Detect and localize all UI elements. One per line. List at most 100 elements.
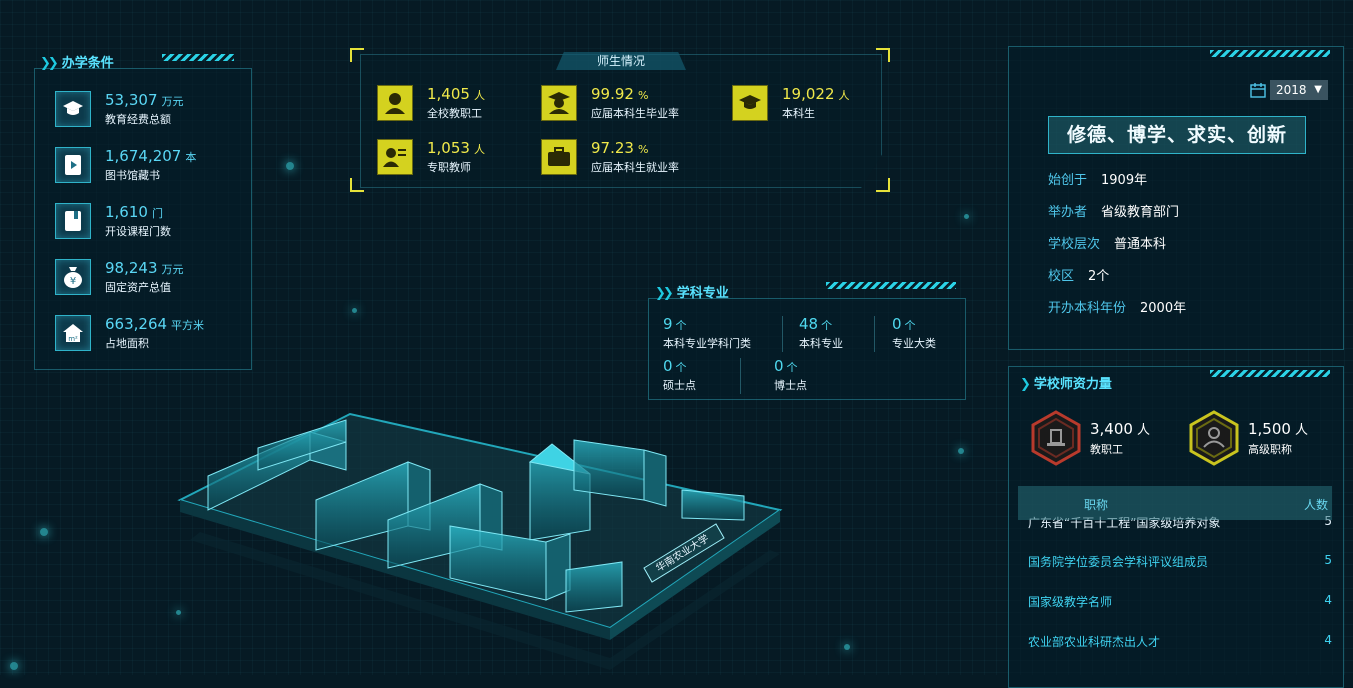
stat-label: 本科专业学科门类: [663, 337, 751, 350]
stat-value: 0: [663, 357, 673, 375]
column-header-title: 职称: [1084, 498, 1109, 512]
glow-dot: [176, 610, 181, 615]
year-value: 2018: [1276, 83, 1307, 97]
stat-unit: 门: [151, 207, 163, 220]
stat-value: 0: [774, 357, 784, 375]
stat-label: 本科生: [782, 107, 815, 120]
info-row: 始创于 1909年: [1048, 169, 1147, 188]
stat-value: 1,405: [427, 85, 470, 103]
stat-value: 1,674,207: [105, 147, 182, 165]
chevron-right-icon: ❯❯: [655, 286, 674, 301]
stat-unit: 人: [473, 89, 485, 102]
chevron-right-icon: ❯: [1020, 377, 1031, 392]
stat-value: 19,022: [782, 85, 835, 103]
stat-label: 固定资产总值: [105, 281, 171, 294]
school-motto: 修德、博学、求实、创新: [1048, 116, 1306, 154]
stat-value: 663,264: [105, 315, 168, 333]
stat-unit: 人: [838, 89, 850, 102]
info-key: 校区: [1048, 269, 1075, 284]
info-value: 省级教育部门: [1101, 205, 1180, 220]
stat-label: 教育经费总额: [105, 113, 171, 126]
stat-label: 教职工: [1090, 443, 1123, 456]
stat-unit: 人: [1136, 423, 1150, 438]
stat-label: 应届本科生毕业率: [591, 107, 679, 120]
graduation-cap-icon: [55, 90, 91, 127]
stat-value: 1,610: [105, 203, 148, 221]
info-value: 1909年: [1101, 173, 1148, 188]
glow-dot: [964, 214, 969, 219]
info-row: 学校层次普通本科: [1048, 233, 1166, 252]
mortarboard-icon: [732, 84, 768, 121]
table-cell-count: 4: [1324, 633, 1332, 647]
glow-dot: [286, 162, 294, 170]
info-key: 始创于: [1048, 173, 1088, 188]
stat-value: 98,243: [105, 259, 158, 277]
stat-item: 97.23% 应届本科生就业率: [541, 138, 679, 175]
info-row: 举办者省级教育部门: [1048, 201, 1179, 220]
panel-frame: [360, 54, 882, 188]
stat-label: 图书馆藏书: [105, 169, 160, 182]
stat-label: 硕士点: [663, 379, 696, 392]
school-conditions-title: ❯❯办学条件: [40, 56, 114, 71]
info-key: 学校层次: [1048, 237, 1101, 252]
stat-label: 高级职称: [1248, 443, 1292, 456]
table-cell-title: 国家级教学名师: [1028, 595, 1113, 609]
stat-unit: 平方米: [171, 319, 205, 332]
glow-dot: [40, 528, 48, 536]
glow-dot: [352, 308, 357, 313]
stat-value: 3,400: [1090, 420, 1133, 438]
table-cell-title: 国务院学位委员会学科评议组成员: [1028, 555, 1209, 569]
table-cell-count: 5: [1324, 514, 1332, 528]
briefcase-icon: [541, 138, 577, 175]
faculty-table-header: 职称 人数: [1018, 486, 1332, 520]
stat-label: 开设课程门数: [105, 225, 171, 238]
campus-3d-illustration: 华南农业大学: [177, 412, 783, 670]
stat-unit: 万元: [161, 263, 184, 276]
teacher-student-panel: 师生情况: [350, 48, 890, 192]
stat-value: 97.23: [591, 139, 634, 157]
corner-bracket: [350, 178, 364, 192]
svg-text:m²: m²: [68, 335, 78, 343]
info-value: 2个: [1088, 269, 1110, 284]
stat-unit: 人: [1294, 423, 1308, 438]
stat-value: 9: [663, 315, 673, 333]
info-key: 举办者: [1048, 205, 1088, 220]
stat-value: 99.92: [591, 85, 634, 103]
stat-unit: 个: [904, 319, 916, 332]
decor-stripe: [826, 282, 956, 289]
corner-bracket: [876, 178, 890, 192]
stat-value: 0: [892, 315, 902, 333]
decor-stripe: [1210, 370, 1330, 377]
staff-icon: [377, 84, 413, 121]
stat-label: 全校教职工: [427, 107, 482, 120]
year-select[interactable]: 2018 ▼: [1270, 80, 1328, 100]
teacher-student-title: 师生情况: [556, 52, 686, 70]
stat-value: 48: [799, 315, 819, 333]
column-header-count: 人数: [1303, 498, 1328, 512]
svg-text:¥: ¥: [70, 276, 76, 287]
stat-value: 1,053: [427, 139, 470, 157]
stat-value: 53,307: [105, 91, 158, 109]
corner-bracket: [350, 48, 364, 62]
calendar-icon: [1250, 83, 1266, 98]
stat-unit: 人: [473, 143, 485, 156]
building-area-icon: m²: [55, 314, 91, 351]
divider: [740, 358, 741, 394]
stat-unit: %: [637, 89, 649, 102]
subjects-title: ❯❯学科专业: [655, 286, 729, 301]
caret-down-icon: ▼: [1314, 84, 1322, 95]
